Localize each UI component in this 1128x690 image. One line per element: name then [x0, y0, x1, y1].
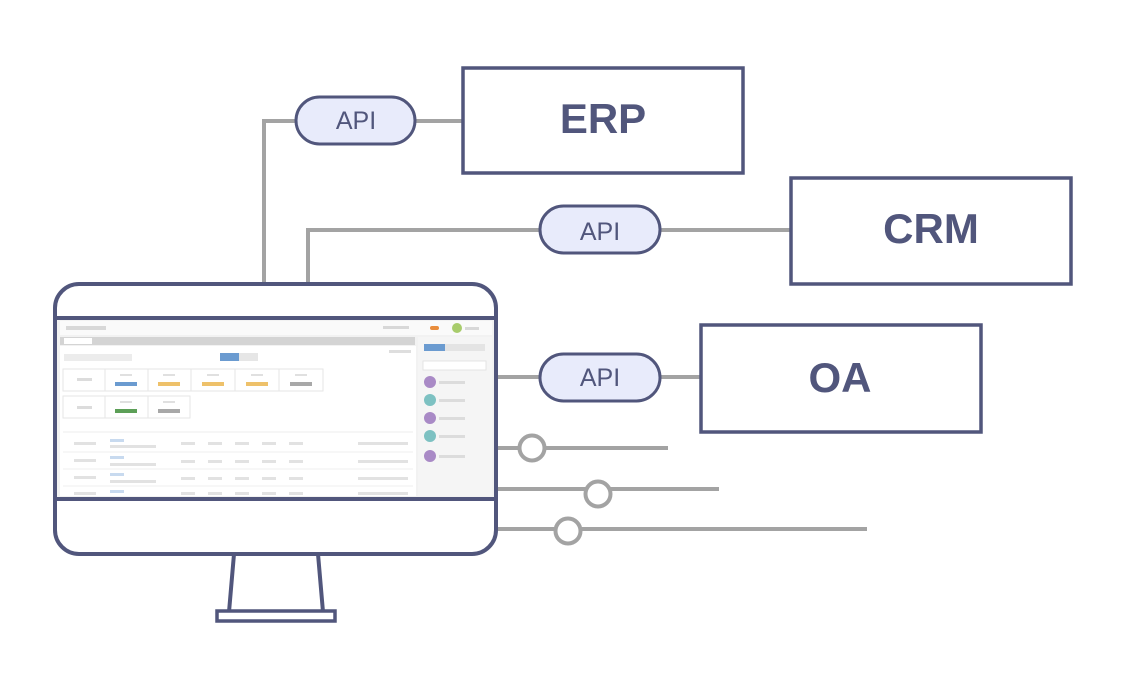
api-pill-oa-label: API: [580, 364, 620, 392]
slider-group: [497, 433, 867, 546]
system-box-crm: CRM: [789, 176, 1073, 286]
api-pill-erp: API: [294, 95, 417, 146]
system-box-oa-label: OA: [809, 354, 872, 401]
system-box-erp: ERP: [461, 66, 745, 175]
slider-icon: [497, 433, 668, 463]
erp-connector-line: [262, 119, 296, 284]
monitor-base: [215, 609, 337, 623]
monitor-icon: [53, 282, 498, 623]
crm-connector-line: [306, 228, 540, 284]
monitor-screen: [57, 316, 494, 501]
api-pill-erp-label: API: [336, 107, 376, 135]
monitor-stand: [226, 552, 326, 614]
system-box-crm-label: CRM: [883, 205, 979, 252]
slider-icon: [497, 516, 867, 546]
api-pill-crm: API: [538, 204, 662, 255]
system-box-erp-label: ERP: [560, 95, 646, 142]
api-pill-oa: API: [538, 352, 662, 403]
api-pill-crm-label: API: [580, 218, 620, 246]
connector-lines: [262, 119, 790, 379]
system-box-oa: OA: [699, 323, 983, 434]
slider-icon: [497, 479, 719, 509]
